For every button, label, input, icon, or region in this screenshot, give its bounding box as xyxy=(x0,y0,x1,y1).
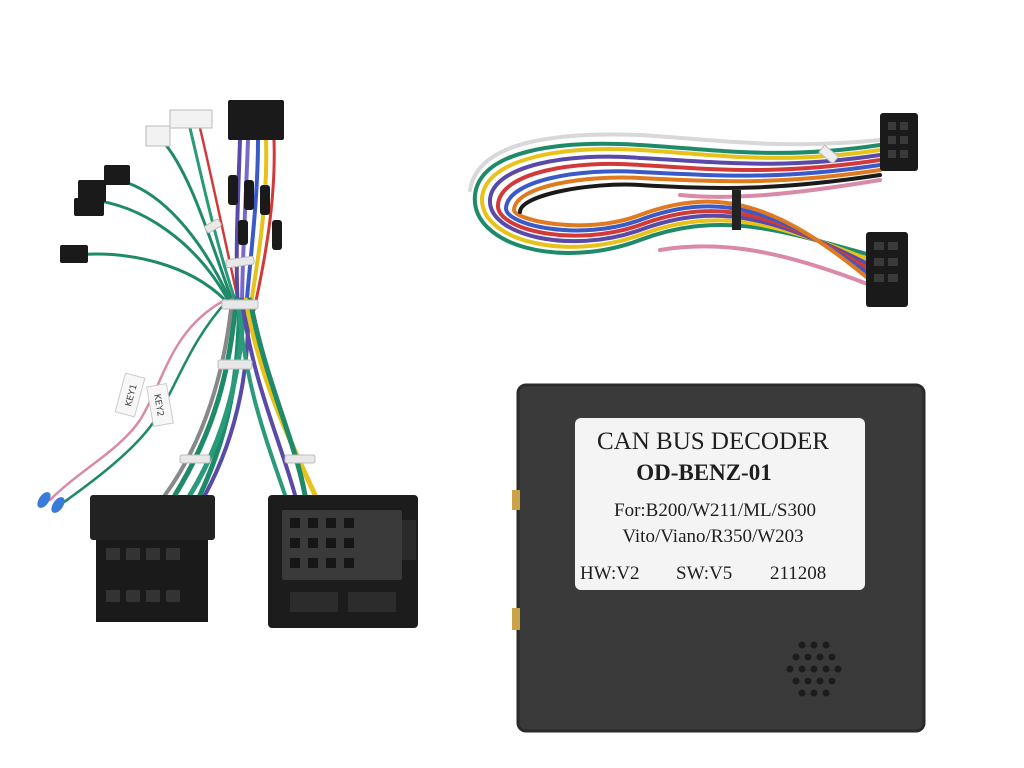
extension-cable xyxy=(468,113,918,307)
black-plug-d xyxy=(60,245,88,263)
white-connector-a xyxy=(169,109,213,129)
side-tab-top xyxy=(512,490,520,510)
label-title: CAN BUS DECODER xyxy=(597,428,829,455)
label-sw: SW:V5 xyxy=(676,563,732,584)
white-connector-b xyxy=(145,125,171,147)
black-plug-b xyxy=(78,180,106,202)
iso-connector xyxy=(90,495,215,622)
speaker-grille xyxy=(786,641,842,697)
cable-tie-light xyxy=(818,144,840,165)
cable-connector-top xyxy=(880,113,918,171)
key2-label: KEY2 xyxy=(151,393,165,417)
label-compat-1: For:B200/W211/ML/S300 xyxy=(614,500,816,521)
cable-connectors xyxy=(866,113,918,307)
black-plug-a xyxy=(104,165,130,185)
decoder-box: CAN BUS DECODER OD-BENZ-01 For:B200/W211… xyxy=(512,383,926,733)
cable-ties xyxy=(179,218,316,464)
small-connectors xyxy=(60,100,284,263)
cable-connector-bottom xyxy=(866,232,908,307)
key-tags: KEY1 KEY2 xyxy=(37,372,174,513)
label-model: OD-BENZ-01 xyxy=(636,460,771,485)
black-plug-c xyxy=(74,198,104,216)
key1-tag xyxy=(114,372,146,418)
harness-wires xyxy=(48,126,318,507)
decoder-label xyxy=(575,418,865,590)
quadlock-connector xyxy=(268,495,418,628)
top-connector xyxy=(228,100,284,140)
label-hw: HW:V2 xyxy=(580,563,639,584)
label-compat-2: Vito/Viano/R350/W203 xyxy=(622,526,803,547)
key2-tag xyxy=(146,382,174,428)
wiring-harness: KEY1 KEY2 xyxy=(37,100,418,628)
cable-tie-dark xyxy=(732,190,741,230)
cable-loop xyxy=(468,132,882,287)
side-tab-bottom xyxy=(512,608,520,630)
label-code: 211208 xyxy=(770,563,826,584)
